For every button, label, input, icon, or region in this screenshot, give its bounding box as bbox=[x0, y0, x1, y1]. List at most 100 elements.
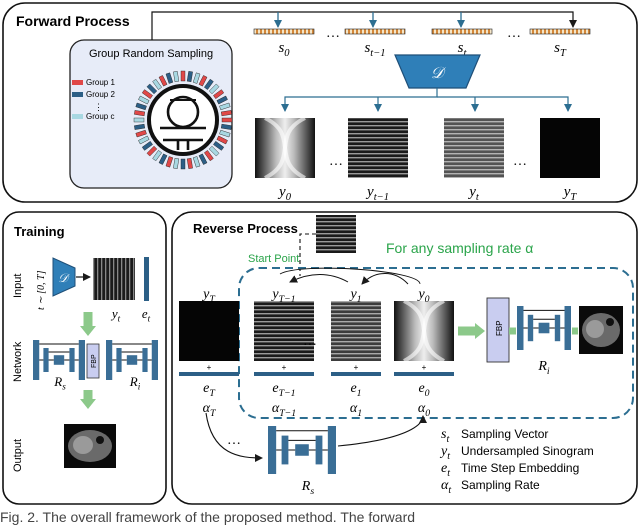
reverse-y-label: y0 bbox=[416, 287, 429, 305]
ring-segment bbox=[220, 123, 232, 130]
group2-swatch bbox=[72, 92, 83, 97]
reverse-alpha-label: αT bbox=[203, 401, 217, 419]
sampling-ring bbox=[133, 70, 233, 170]
row-label-output: Output bbox=[12, 439, 24, 472]
start-point-label: Start Point bbox=[248, 253, 299, 265]
arrow-to-yT bbox=[437, 96, 572, 112]
ring-segment bbox=[138, 135, 150, 145]
unet-block bbox=[53, 355, 65, 365]
sinogram-label: yt−1 bbox=[365, 184, 389, 203]
reverse-rs-label: Rs bbox=[301, 479, 315, 497]
sampling-vector-sT bbox=[529, 28, 591, 35]
ring-segment bbox=[158, 75, 168, 87]
sampling-vector-s0 bbox=[253, 28, 315, 35]
ring-segment bbox=[221, 117, 233, 123]
unet-block bbox=[33, 340, 40, 380]
ring-segment bbox=[208, 145, 220, 157]
sampling-vector-st1 bbox=[344, 28, 406, 35]
training-panel: Training Input Network Output t ∼ [0, T]… bbox=[2, 211, 167, 505]
sampling-vector-st bbox=[431, 28, 493, 35]
ring-segment bbox=[198, 75, 208, 87]
ring-segment bbox=[204, 78, 214, 90]
ring-segment bbox=[134, 110, 146, 117]
training-rs-label: Rs bbox=[53, 374, 66, 392]
sinogram-label: y0 bbox=[277, 184, 292, 203]
ring-segment bbox=[173, 71, 180, 83]
legend-symbol: αt bbox=[441, 478, 451, 496]
ring-segment bbox=[135, 129, 147, 138]
unet-block bbox=[517, 306, 524, 350]
sampling-bracket bbox=[151, 11, 577, 40]
reverse-alpha-label: α0 bbox=[418, 401, 430, 419]
sinogram-label: yT bbox=[562, 184, 578, 203]
unet-block bbox=[315, 435, 323, 465]
group1-swatch bbox=[72, 80, 83, 85]
arrow-to-y0 bbox=[281, 88, 438, 112]
legend-text: Time Step Embedding bbox=[461, 461, 579, 475]
training-embedding-bar bbox=[144, 257, 149, 301]
unet-block bbox=[69, 348, 75, 372]
loop-arrow-out bbox=[337, 415, 427, 447]
reverse-alpha-label: α1 bbox=[350, 401, 362, 419]
reverse-y-label: yT−1 bbox=[270, 287, 295, 305]
legend-text: Sampling Vector bbox=[461, 427, 548, 441]
sinogram-yT bbox=[540, 118, 600, 178]
ring-segment bbox=[192, 72, 201, 84]
unet-block bbox=[327, 426, 336, 474]
ring-segment bbox=[138, 95, 150, 105]
reverse-output-ct bbox=[579, 306, 623, 354]
ring-segment bbox=[198, 153, 208, 165]
ring-segment bbox=[146, 145, 158, 157]
ring-segment bbox=[152, 78, 162, 90]
legend-text: Undersampled Sinogram bbox=[461, 444, 594, 458]
groupc-swatch bbox=[72, 114, 83, 119]
vector-dots-2: … bbox=[508, 26, 520, 41]
row-label-network: Network bbox=[12, 341, 24, 382]
unet-block bbox=[554, 314, 561, 342]
svg-text:𝒟: 𝒟 bbox=[58, 271, 70, 285]
vector-label: s0 bbox=[278, 40, 290, 59]
training-fbp-block bbox=[86, 343, 100, 379]
any-rate-label: For any sampling rate α bbox=[386, 240, 533, 256]
ring-segment bbox=[186, 71, 193, 83]
plus-sign: + bbox=[282, 363, 287, 372]
training-ri-label: Ri bbox=[129, 374, 141, 392]
training-sinogram bbox=[93, 258, 135, 300]
unet-block bbox=[142, 348, 148, 372]
group1-label: Group 1 bbox=[86, 78, 115, 87]
curve-y1-yT1 bbox=[289, 274, 349, 283]
training-operator-d: 𝒟 bbox=[52, 257, 76, 297]
reverse-ri-label: Ri bbox=[537, 359, 550, 377]
ring-segment bbox=[213, 89, 225, 99]
training-fbp-label: FBP bbox=[91, 354, 98, 368]
forward-title: Forward Process bbox=[16, 13, 130, 29]
unet-block bbox=[268, 426, 277, 474]
ring-segment bbox=[146, 83, 158, 95]
figure-caption: Fig. 2. The overall framework of the pro… bbox=[0, 509, 415, 525]
ring-segment bbox=[133, 117, 145, 123]
vector-dots-1: … bbox=[327, 26, 339, 41]
unet-block bbox=[295, 444, 309, 456]
reverse-e-label: e1 bbox=[350, 381, 361, 399]
t-range: t ∼ [0, T] bbox=[36, 270, 47, 310]
reverse-title: Reverse Process bbox=[193, 221, 298, 236]
training-title: Training bbox=[14, 224, 65, 239]
embed-bar-0 bbox=[394, 372, 454, 376]
ring-segment bbox=[213, 141, 225, 151]
sinogram-yt bbox=[444, 118, 504, 178]
training-unet-ri bbox=[106, 340, 158, 380]
plus-sign: + bbox=[422, 363, 427, 372]
forward-process-panel: Forward Process Group Random Sampling Gr… bbox=[2, 2, 638, 203]
unet-block bbox=[151, 340, 158, 380]
vector-label: st bbox=[458, 40, 468, 59]
sinogram-y0 bbox=[255, 116, 315, 180]
ring-segment bbox=[152, 150, 162, 162]
plus-sign: + bbox=[354, 363, 359, 372]
reverse-process-panel: Reverse Process For any sampling rate α … bbox=[171, 211, 638, 505]
plus-sign: + bbox=[207, 363, 212, 372]
sinogram-dots-2: … bbox=[514, 154, 526, 169]
fbp-in-arrow-head bbox=[475, 323, 485, 339]
reverse-y-label: y1 bbox=[348, 287, 361, 305]
